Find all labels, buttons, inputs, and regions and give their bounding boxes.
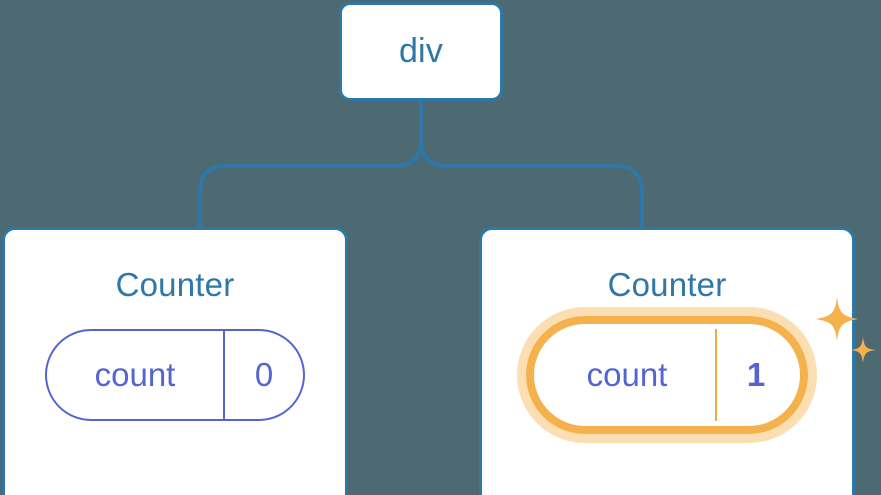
node-div[interactable]: div bbox=[339, 2, 503, 101]
state-pill-highlighted[interactable]: count 1 bbox=[517, 297, 876, 443]
sparkle-icon bbox=[816, 297, 858, 341]
state-key-label: count bbox=[539, 329, 717, 421]
sparkle-icon bbox=[850, 337, 876, 363]
node-div-label: div bbox=[398, 32, 444, 70]
state-key-label: count bbox=[47, 331, 225, 419]
component-card-counter-right[interactable]: Counter count 1 bbox=[479, 227, 876, 495]
state-value-label: 1 bbox=[746, 356, 766, 393]
component-title: Counter bbox=[607, 266, 727, 303]
state-value-label: 0 bbox=[254, 356, 274, 393]
component-title: Counter bbox=[115, 266, 235, 303]
component-card-counter-left[interactable]: Counter count 0 bbox=[2, 227, 348, 495]
state-pill[interactable]: count 0 bbox=[45, 329, 305, 421]
sparkles-group bbox=[816, 297, 876, 363]
